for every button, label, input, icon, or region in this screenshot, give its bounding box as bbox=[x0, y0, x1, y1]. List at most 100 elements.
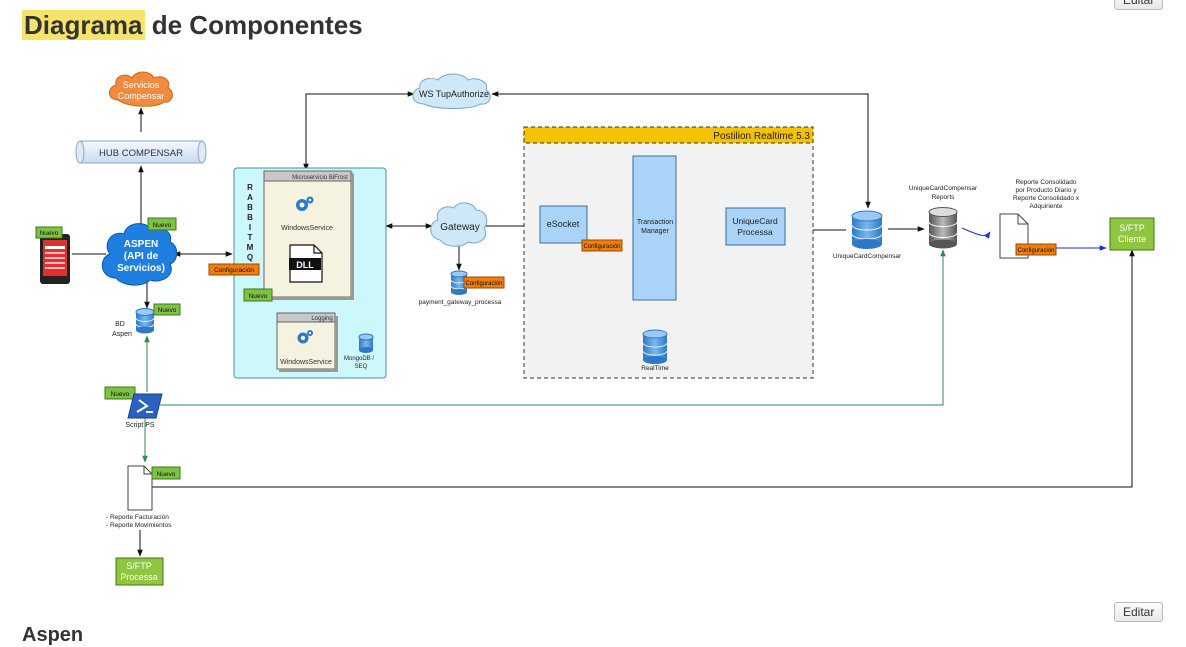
uniquecard-processa-box: UniqueCard Processa bbox=[725, 207, 786, 246]
gear-icon bbox=[296, 196, 314, 211]
transaction-manager-box: Transaction Manager bbox=[632, 155, 677, 301]
uc-label-2: Processa bbox=[737, 227, 773, 237]
payment-db-label: payment_gateway_processa bbox=[419, 299, 502, 306]
bifrost-windows-service: WindowsService bbox=[281, 225, 333, 232]
edit-button[interactable]: Editar bbox=[1114, 602, 1164, 622]
aspen-label-2: (API de bbox=[124, 251, 159, 262]
aspen-label-3: Servicios) bbox=[117, 263, 165, 274]
rabbit-letter-q: Q bbox=[247, 253, 253, 262]
arrow-bifrost-ws bbox=[303, 91, 415, 171]
svg-text:Configuración: Configuración bbox=[214, 267, 254, 274]
arrow-report-sftp-cliente bbox=[152, 249, 1135, 488]
hub-compensar: HUB COMPENSAR bbox=[75, 140, 207, 164]
powershell-icon bbox=[127, 393, 163, 419]
svg-text:Nuevo: Nuevo bbox=[157, 471, 176, 478]
logging-windows-service: WindowsService bbox=[280, 359, 332, 366]
svg-text:Nuevo: Nuevo bbox=[153, 222, 172, 229]
realtime-label: RealTime bbox=[641, 365, 669, 372]
logging-title: Logging bbox=[311, 316, 332, 322]
logging-box: Logging WindowsService bbox=[276, 312, 338, 372]
gateway-cloud: Gateway bbox=[430, 202, 488, 247]
rabbit-letter-m: M bbox=[247, 243, 254, 252]
rabbit-letter-t: T bbox=[248, 233, 253, 242]
report-label-2: - Reporte Movimientos bbox=[106, 522, 172, 529]
sftp-cliente-label-2: Cliente bbox=[1118, 234, 1146, 244]
rabbitmq-label: R A B B I T M Q bbox=[247, 183, 254, 262]
gateway-label: Gateway bbox=[440, 222, 479, 233]
ws-label: WS TupAuthorize bbox=[419, 89, 489, 99]
arrow-script-reports bbox=[160, 249, 946, 406]
page-title-rest: de Componentes bbox=[144, 10, 363, 40]
aspen-label-1: ASPEN bbox=[124, 239, 158, 250]
svg-text:Nuevo: Nuevo bbox=[249, 293, 268, 300]
nuevo-badge-aspen: Nuevo bbox=[147, 217, 177, 231]
uc-db-label: UniqueCardCompensar bbox=[833, 253, 902, 260]
hub-label: HUB COMPENSAR bbox=[99, 148, 183, 159]
nuevo-badge-phone: Nuevo bbox=[35, 226, 63, 239]
rabbit-letter-r: R bbox=[247, 183, 253, 192]
reports-label-2: Reports bbox=[932, 194, 956, 201]
rabbit-letter-b1: B bbox=[247, 203, 253, 212]
servicios-compensar-cloud: Servicios Compensar bbox=[109, 71, 173, 107]
nuevo-badge-bifrost: Nuevo bbox=[243, 288, 273, 302]
svg-text:Configuración: Configuración bbox=[583, 244, 620, 250]
tm-label-2: Manager bbox=[641, 228, 669, 235]
consol-label-2: por Producto Diario y bbox=[1015, 187, 1077, 194]
rabbit-letter-b2: B bbox=[247, 213, 253, 222]
mobile-phone-icon bbox=[40, 234, 70, 284]
report-document-icon bbox=[127, 465, 153, 511]
nuevo-badge-script: Nuevo bbox=[104, 386, 136, 400]
nuevo-badge-report: Nuevo bbox=[151, 466, 181, 480]
tm-label-1: Transaction bbox=[637, 219, 673, 226]
realtime-database-icon bbox=[642, 329, 668, 364]
script-ps-label: Script PS bbox=[125, 422, 155, 429]
svg-text:Nuevo: Nuevo bbox=[158, 307, 177, 314]
arrow-ws-ucdb bbox=[491, 91, 871, 209]
nuevo-badge-bd: Nuevo bbox=[153, 303, 181, 316]
servicios-label-2: Compensar bbox=[118, 91, 165, 101]
mongo-label-2: SEQ bbox=[355, 364, 368, 370]
consol-label-3: Reporte Consolidado x bbox=[1013, 195, 1080, 202]
aspen-api-cloud: ASPEN (API de Servicios) bbox=[101, 223, 178, 286]
svg-text:Nuevo: Nuevo bbox=[40, 230, 59, 237]
bd-aspen-label-1: BD bbox=[115, 321, 125, 328]
dll-label: DLL bbox=[296, 260, 314, 270]
postilion-title: Postilion Realtime 5.3 bbox=[713, 131, 810, 142]
report-label-1: - Reporte Facturación bbox=[106, 514, 169, 521]
servicios-label-1: Servicios bbox=[123, 80, 160, 90]
uniquecard-compensar-database-icon bbox=[851, 210, 883, 249]
payment-gateway-database-icon bbox=[450, 270, 468, 295]
sftp-cliente-label-1: S/FTP bbox=[1119, 223, 1145, 233]
edit-button-top[interactable]: Editar bbox=[1114, 0, 1164, 10]
ws-tupauthorize-cloud: WS TupAuthorize bbox=[412, 73, 491, 109]
esocket-box: eSocket bbox=[539, 205, 588, 244]
svg-text:Nuevo: Nuevo bbox=[111, 391, 130, 398]
esocket-label: eSocket bbox=[547, 219, 580, 229]
sftp-cliente-box: S/FTP Cliente bbox=[1109, 217, 1155, 251]
configuracion-badge-bifrost: Configuración bbox=[208, 263, 260, 276]
bd-aspen-label-2: Aspen bbox=[112, 331, 132, 338]
mongo-label-1: MongoDB / bbox=[344, 356, 374, 362]
page-title: Diagrama de Componentes bbox=[22, 10, 363, 41]
bd-aspen-database-icon bbox=[135, 308, 155, 334]
rabbit-letter-a: A bbox=[247, 193, 253, 202]
uc-label-1: UniqueCard bbox=[732, 216, 778, 226]
consol-label-1: Reporte Consolidado bbox=[1015, 179, 1076, 186]
svg-text:Configuración: Configuración bbox=[465, 281, 502, 287]
sftp-processa-box: S/FTP Processa bbox=[115, 557, 164, 586]
arrow-reports-consol bbox=[961, 227, 991, 239]
configuracion-badge-report: Configuración bbox=[1015, 243, 1057, 256]
gear-icon bbox=[297, 330, 313, 344]
component-diagram: Servicios Compensar HUB COMPENSAR Nuevo … bbox=[35, 71, 1155, 586]
svg-text:Configuración: Configuración bbox=[1017, 248, 1054, 254]
mongodb-database-icon bbox=[358, 333, 374, 353]
configuracion-badge-esocket: Configuración bbox=[581, 239, 623, 252]
reports-label-1: UniqueCardCompensar bbox=[909, 185, 978, 192]
sftp-processa-label-2: Processa bbox=[120, 572, 158, 582]
rabbit-letter-i: I bbox=[249, 223, 251, 232]
configuracion-badge-gateway: Configuración bbox=[463, 276, 505, 289]
bifrost-title: Microservicio BiFrost bbox=[292, 175, 348, 181]
dll-file-icon: DLL bbox=[289, 244, 323, 283]
sftp-processa-label-1: S/FTP bbox=[126, 561, 152, 571]
page-title-highlight: Diagrama bbox=[22, 10, 145, 40]
